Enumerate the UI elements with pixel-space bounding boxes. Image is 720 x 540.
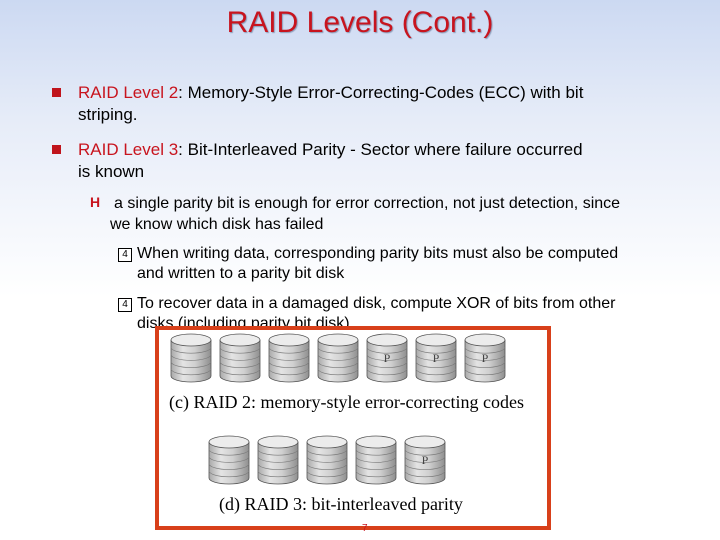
parity-disk-icon: P xyxy=(404,435,446,485)
box-bullet-icon: 4 xyxy=(118,298,132,312)
parity-disk-icon: P xyxy=(366,333,408,383)
parity-disk-icon: P xyxy=(415,333,457,383)
parity-label: P xyxy=(422,453,429,467)
bullet-text-line1: : Memory-Style Error-Correcting-Codes (E… xyxy=(178,83,584,102)
data-disk-icon xyxy=(317,333,359,383)
raid3-disk-row: P xyxy=(208,435,446,485)
arrow-bullet-icon: H xyxy=(90,194,101,210)
sub-bullet-line2: we know which disk has failed xyxy=(110,216,324,233)
raid3-caption: (d) RAID 3: bit-interleaved parity xyxy=(219,494,463,515)
page-number: 7 xyxy=(362,523,368,534)
data-disk-icon xyxy=(306,435,348,485)
parity-label: P xyxy=(433,351,440,365)
bullet-text-line2: striping. xyxy=(78,105,138,124)
raid-figure: P P P (c) RAID 2: memory-style error-corre… xyxy=(155,326,551,530)
bullet-text-line2: is known xyxy=(78,162,145,181)
subsub-line1: To recover data in a damaged disk, compu… xyxy=(137,295,616,312)
data-disk-icon xyxy=(257,435,299,485)
box-bullet-icon: 4 xyxy=(118,248,132,262)
bullet-text-line1: : Bit-Interleaved Parity - Sector where … xyxy=(178,140,583,159)
raid-diagram: P P P (c) RAID 2: memory-style error-corre… xyxy=(169,333,524,515)
square-bullet-icon xyxy=(52,88,61,97)
subsub-line2: and written to a parity bit disk xyxy=(137,265,345,282)
parity-label: P xyxy=(482,351,489,365)
sub-bullet-parity: a single parity bit is enough for error … xyxy=(110,193,700,235)
page-title: RAID Levels (Cont.) xyxy=(226,6,494,39)
raid2-caption: (c) RAID 2: memory-style error-correctin… xyxy=(169,392,524,413)
parity-label: P xyxy=(384,351,391,365)
bullet-label: RAID Level 3 xyxy=(78,140,179,159)
data-disk-icon xyxy=(170,333,212,383)
subsub-line1: When writing data, corresponding parity … xyxy=(137,245,619,262)
parity-disk-icon: P xyxy=(464,333,506,383)
data-disk-icon xyxy=(355,435,397,485)
subsub-bullet-writing: When writing data, corresponding parity … xyxy=(137,244,697,284)
bullet-label: RAID Level 2 xyxy=(78,83,179,102)
data-disk-icon xyxy=(268,333,310,383)
data-disk-icon xyxy=(208,435,250,485)
sub-bullet-line1: a single parity bit is enough for error … xyxy=(114,195,621,212)
data-disk-icon xyxy=(219,333,261,383)
square-bullet-icon xyxy=(52,145,61,154)
